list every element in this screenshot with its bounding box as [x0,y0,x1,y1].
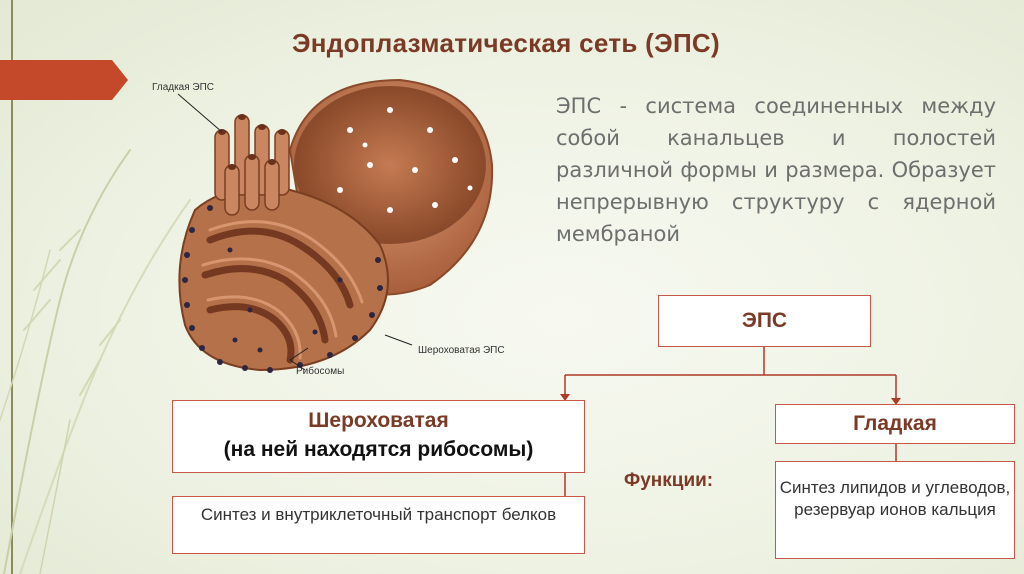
er-illustration [177,78,494,373]
label-ribosomes: Рибосомы [296,366,345,377]
smooth-er-function-box: Синтез липидов и углеводов, резервуар ио… [775,461,1015,559]
rough-er-title: Шероховатая [308,409,449,432]
smooth-er-box: Гладкая [775,404,1015,444]
rough-er-box: Шероховатая (на ней находятся рибосомы) [172,400,585,473]
description-text: ЭПС - система соединенных между собой ка… [556,94,996,246]
er-root-box: ЭПС [658,295,871,347]
functions-label: Функции: [624,470,714,491]
page-title: Эндоплазматическая сеть (ЭПС) [292,28,720,58]
decorative-stalks [0,0,191,574]
nuclear-pores [337,107,473,213]
label-smooth-er: Гладкая ЭПС [152,82,215,93]
label-rough-er: Шероховатая ЭПС [418,345,505,356]
rough-er-subtitle: (на ней находятся рибосомы) [223,438,534,461]
rough-er-function-box: Синтез и внутриклеточный транспорт белко… [172,496,585,554]
title-accent-tab [0,60,128,100]
smooth-er-tubes [214,114,290,216]
